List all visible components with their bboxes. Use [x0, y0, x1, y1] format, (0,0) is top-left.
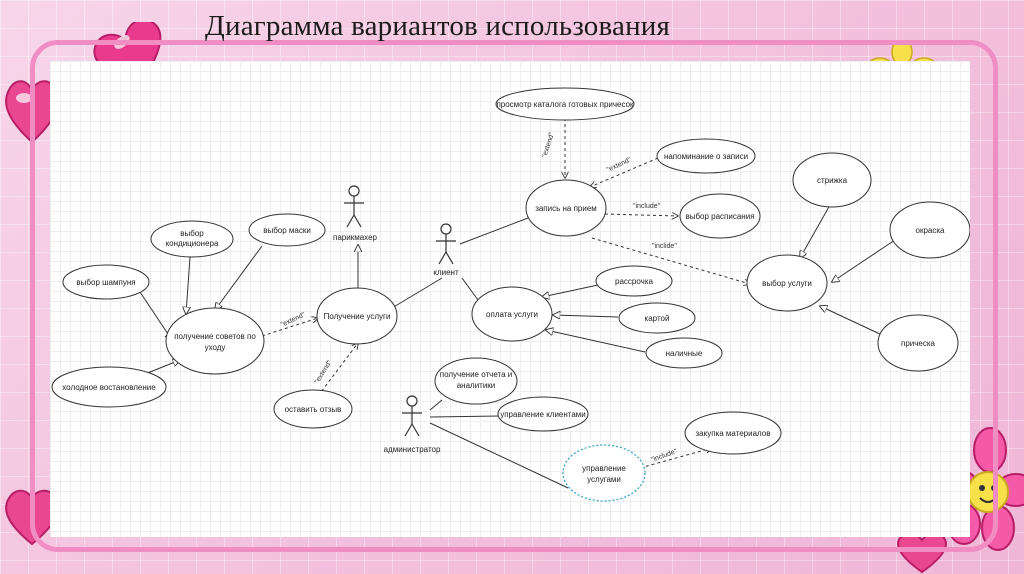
page-title: Диаграмма вариантов использования [205, 10, 670, 43]
coloring-generalization [832, 240, 895, 282]
client-get-service-link [392, 278, 442, 308]
usecase-label: выбор шампуня [76, 278, 135, 287]
cash-generalization [546, 330, 645, 352]
include-label: "include" [633, 203, 661, 210]
actor-label: парикмахер [333, 233, 378, 242]
usecase-service-mgmt [563, 445, 645, 501]
usecase-label: управление клиентами [500, 410, 586, 419]
admin-report-link [430, 400, 442, 410]
usecase-label: просмотр каталога готовых причесок [496, 100, 634, 109]
usecase-label: запись на прием [535, 204, 597, 213]
usecase-label: уходу [205, 343, 226, 352]
schedule-include-link [605, 214, 678, 216]
usecase-label: выбор расписания [685, 212, 754, 221]
actor-label: клиент [433, 268, 459, 277]
usecase-label: холодное востановление [62, 383, 156, 392]
mask-generalization [215, 246, 262, 310]
usecase-care-advice [166, 308, 264, 374]
actor-hairdresser [344, 186, 364, 227]
extend-label: "extend" [606, 156, 633, 174]
inclide-label: "inclide" [652, 243, 677, 250]
actor-admin [402, 396, 422, 436]
haircut-generalization [800, 205, 830, 258]
usecase-label: выбор услуги [762, 279, 812, 288]
usecase-label: получение советов по [174, 332, 256, 341]
usecase-label: оплата услуги [486, 310, 538, 319]
usecase-label: рассрочка [615, 277, 653, 286]
actor-client [436, 224, 456, 264]
stick-figure-icon [349, 186, 359, 196]
extend-label: "extend" [541, 131, 556, 158]
usecase-label: закупка материалов [695, 429, 770, 438]
usecase-label: получение отчета и [440, 370, 512, 379]
client-appointment-link [460, 218, 528, 244]
actor-label: администратор [384, 445, 441, 454]
stick-figure-icon [441, 224, 451, 234]
admin-service-mgmt-link [430, 423, 568, 488]
card-generalization [553, 315, 618, 317]
usecase-label: прическа [901, 339, 936, 348]
usecase-label: оставить отзыв [285, 405, 342, 414]
stick-figure-icon [407, 396, 417, 406]
usecase-label: управление [582, 464, 626, 473]
usecase-label: выбор [180, 229, 204, 238]
hairstyle-generalization [820, 306, 882, 335]
use-case-diagram: "extend" "extend" "include" "inclide" "e… [50, 61, 970, 537]
extend-label: "extend" [314, 359, 334, 385]
usecase-label: картой [645, 314, 670, 323]
conditioner-generalization [186, 257, 190, 314]
usecase-label: напоминание о записи [664, 152, 748, 161]
usecase-label: выбор маски [263, 226, 311, 235]
usecase-label: окраска [916, 226, 946, 235]
installment-generalization [542, 285, 598, 297]
client-payment-link [462, 278, 478, 300]
diagram-panel: "extend" "extend" "include" "inclide" "e… [50, 61, 970, 537]
usecase-label: стрижка [817, 176, 848, 185]
usecase-label: кондиционера [166, 239, 219, 248]
usecase-label: Получение услуги [324, 312, 391, 321]
usecase-label: услугами [587, 475, 621, 484]
admin-client-mgmt-link [430, 416, 500, 417]
usecase-label: наличные [666, 349, 703, 358]
usecase-label: аналитики [457, 381, 496, 390]
